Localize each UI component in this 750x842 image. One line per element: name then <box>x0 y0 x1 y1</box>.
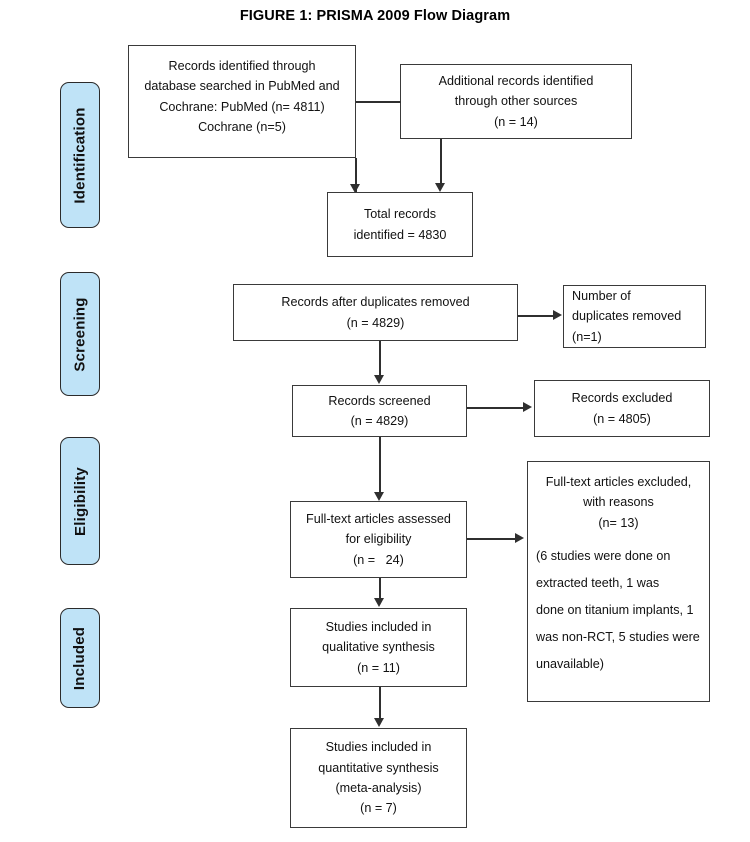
qualitative-line-3: (n = 11) <box>357 660 400 675</box>
records-identified-line-2: database searched in PubMed and <box>144 79 340 94</box>
fulltext-excluded-reason-4: was non-RCT, 5 studies were <box>536 630 700 645</box>
connector-fulltext-to-excluded <box>467 538 517 540</box>
connector-screened-to-excluded <box>467 407 525 409</box>
fulltext-excluded-reason-3: done on titanium implants, 1 <box>536 603 694 618</box>
arrow-to-duplicates-removed <box>553 310 562 320</box>
connector-fulltext-to-qualitative <box>379 578 381 600</box>
duplicates-removed-line-2: duplicates removed <box>572 309 682 324</box>
fulltext-excluded-header-1: Full-text articles excluded, <box>545 475 692 489</box>
records-after-duplicates-box: Records after duplicates removed (n = 48… <box>233 284 518 341</box>
records-excluded-line-2: (n = 4805) <box>593 411 651 426</box>
records-identified-box: Records identified through database sear… <box>128 45 356 158</box>
quantitative-line-3: (meta-analysis) <box>335 781 422 795</box>
records-screened-box: Records screened (n = 4829) <box>292 385 467 437</box>
connector-screened-to-fulltext <box>379 437 381 494</box>
total-records-box: Total records identified = 4830 <box>327 192 473 257</box>
records-identified-line-1: Records identified through <box>168 59 316 73</box>
connector-qualitative-to-quantitative <box>379 687 381 720</box>
duplicates-removed-line-1: Number of <box>572 288 631 303</box>
additional-records-line-2: through other sources <box>454 94 578 109</box>
records-screened-line-2: (n = 4829) <box>350 414 409 428</box>
records-after-duplicates-line-2: (n = 4829) <box>346 315 405 330</box>
records-excluded-line-1: Records excluded <box>571 391 673 406</box>
connector-identified-to-additional <box>356 101 401 103</box>
duplicates-removed-line-3: (n=1) <box>572 329 602 344</box>
qualitative-line-2: qualitative synthesis <box>322 640 435 655</box>
fulltext-excluded-reason-2: extracted teeth, 1 was <box>536 576 660 591</box>
quantitative-line-2: quantitative synthesis <box>318 760 439 775</box>
additional-records-line-1: Additional records identified <box>438 73 594 88</box>
stage-label-screening: Screening <box>71 296 89 372</box>
connector-duplicates-right <box>518 315 555 317</box>
connector-duplicates-to-screened <box>379 341 381 377</box>
duplicates-removed-box: Number of duplicates removed (n=1) <box>563 285 706 348</box>
arrow-screened-to-excluded <box>523 402 532 412</box>
qualitative-line-1: Studies included in <box>325 619 432 634</box>
stage-badge-included: Included <box>60 608 100 708</box>
quantitative-synthesis-box: Studies included in quantitative synthes… <box>290 728 467 828</box>
fulltext-excluded-box: Full-text articles excluded, with reason… <box>527 461 710 702</box>
records-excluded-box: Records excluded (n = 4805) <box>534 380 710 437</box>
fulltext-excluded-header-3: (n= 13) <box>598 515 639 530</box>
total-records-line-1: Total records <box>363 207 437 222</box>
arrow-additional-to-total <box>435 183 445 192</box>
additional-records-box: Additional records identified through ot… <box>400 64 632 139</box>
fulltext-excluded-reason-1: (6 studies were done on <box>536 549 671 564</box>
page-title: FIGURE 1: PRISMA 2009 Flow Diagram <box>239 8 511 24</box>
connector-identified-down <box>355 158 357 200</box>
total-records-line-2: identified = 4830 <box>353 227 447 242</box>
records-screened-line-1: Records screened <box>328 393 431 408</box>
stage-badge-eligibility: Eligibility <box>60 437 100 565</box>
fulltext-assessed-line-3: (n = 24) <box>353 552 404 567</box>
fulltext-assessed-box: Full-text articles assessed for eligibil… <box>290 501 467 578</box>
records-after-duplicates-line-1: Records after duplicates removed <box>281 295 470 310</box>
arrow-duplicates-to-screened <box>374 375 384 384</box>
stage-label-included: Included <box>71 626 89 690</box>
fulltext-excluded-header-2: with reasons <box>583 495 654 510</box>
additional-records-line-3: (n = 14) <box>494 114 538 129</box>
qualitative-synthesis-box: Studies included in qualitative synthesi… <box>290 608 467 687</box>
quantitative-line-1: Studies included in <box>325 740 432 755</box>
arrow-qualitative-to-quantitative <box>374 718 384 727</box>
arrow-identified-to-total <box>350 184 360 193</box>
arrow-fulltext-to-excluded <box>515 533 524 543</box>
connector-additional-down <box>440 139 442 185</box>
stage-badge-screening: Screening <box>60 272 100 396</box>
fulltext-assessed-line-1: Full-text articles assessed <box>306 511 451 526</box>
fulltext-excluded-reason-5: unavailable) <box>536 657 604 672</box>
fulltext-assessed-line-2: for eligibility <box>345 532 412 547</box>
stage-label-eligibility: Eligibility <box>71 466 89 536</box>
arrow-screened-to-fulltext <box>374 492 384 501</box>
stage-badge-identification: Identification <box>60 82 100 228</box>
quantitative-line-4: (n = 7) <box>360 801 397 816</box>
arrow-fulltext-to-qualitative <box>374 598 384 607</box>
stage-label-identification: Identification <box>71 106 89 204</box>
records-identified-line-4: Cochrane (n=5) <box>198 120 286 135</box>
records-identified-line-3: Cochrane: PubMed (n= 4811) <box>159 99 325 114</box>
